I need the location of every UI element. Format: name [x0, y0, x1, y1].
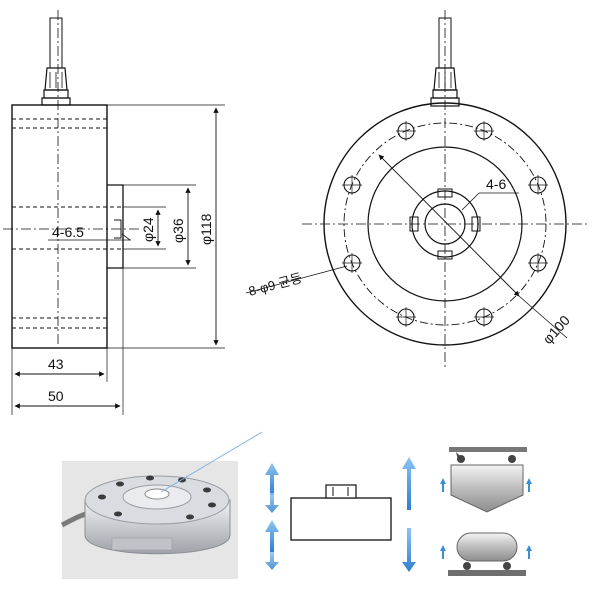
dim-50-label: 50	[48, 388, 64, 404]
tank-icon	[440, 532, 532, 576]
dim-phi118-label: φ118	[198, 213, 214, 245]
sensor-profile	[290, 497, 392, 541]
product-photo	[60, 461, 238, 579]
dim-phi100-label: φ100	[539, 312, 573, 347]
inner-ring	[367, 146, 523, 302]
body-outline	[11, 104, 108, 349]
hub-outline	[107, 184, 124, 269]
loading-diagram	[265, 447, 532, 576]
callout-line	[160, 431, 263, 493]
dim-phi36-label: φ36	[170, 218, 186, 243]
dim-4-6-label: 4-6	[486, 176, 506, 192]
left-arrows	[265, 463, 279, 570]
front-view-labels: 4-6 8-φ9 균등 φ100	[247, 176, 573, 347]
front-view	[245, 10, 590, 368]
cable-gland	[41, 17, 71, 106]
side-view	[3, 10, 225, 415]
dim-phi24-label: φ24	[140, 217, 156, 242]
dim-8-holes-label: 8-φ9 균등	[247, 270, 304, 299]
right-arrows	[402, 457, 416, 572]
hopper-icon	[440, 447, 532, 513]
dim-43-label: 43	[48, 356, 64, 372]
side-view-labels: 43 50 φ118 φ36 φ24 4-6.5	[48, 213, 214, 404]
dim-4-6-5-label: 4-6.5	[52, 224, 84, 240]
